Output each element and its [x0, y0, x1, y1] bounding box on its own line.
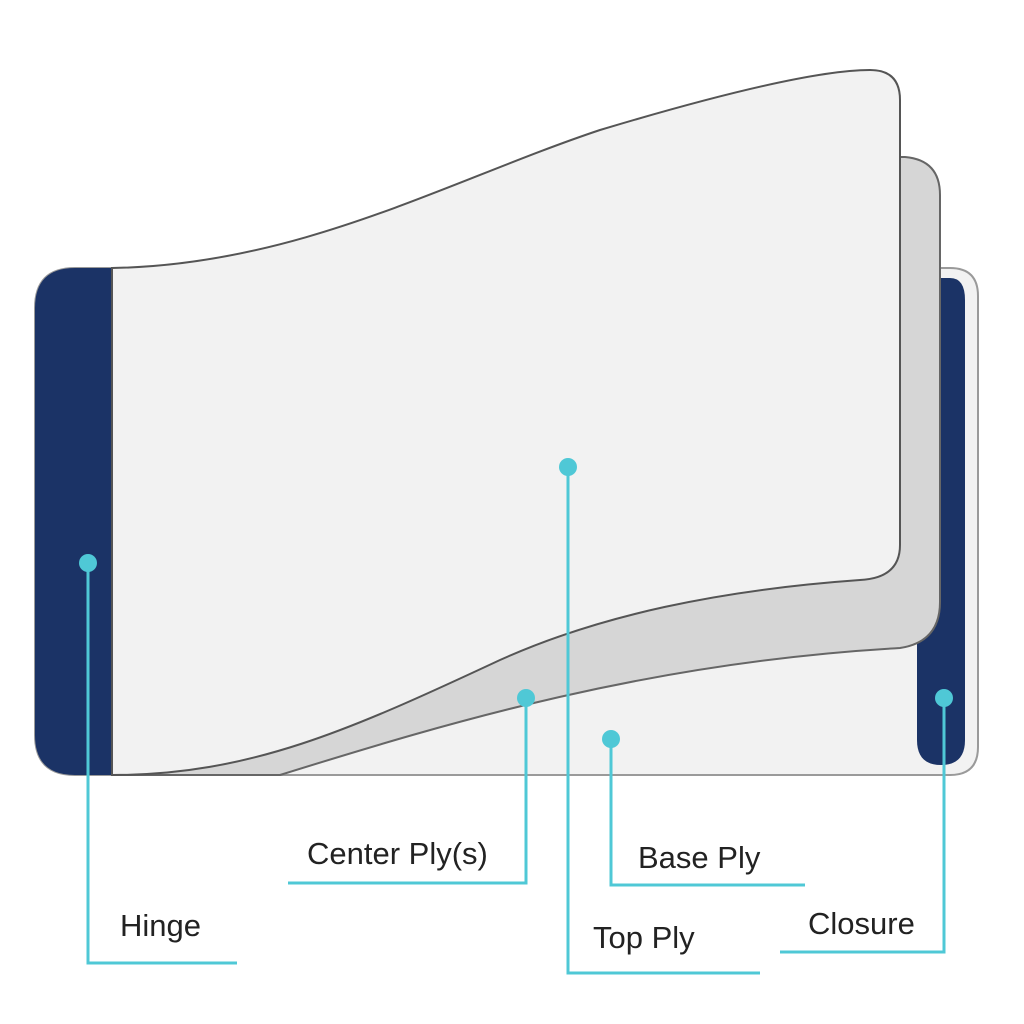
hinge-leader — [86, 563, 237, 965]
top-ply — [111, 68, 901, 777]
top-ply-dot — [559, 458, 577, 476]
hinge-dot — [79, 554, 97, 572]
top-ply-label: Top Ply — [593, 920, 695, 955]
top-ply-leader — [566, 467, 760, 975]
base-ply-label: Base Ply — [638, 840, 761, 875]
closure-label: Closure — [808, 906, 915, 941]
closure-leader — [780, 698, 946, 954]
hinge-label: Hinge — [120, 908, 201, 943]
closure-dot — [935, 689, 953, 707]
base-ply-dot — [602, 730, 620, 748]
center-ply-label: Center Ply(s) — [307, 836, 488, 871]
base-ply-leader — [609, 739, 805, 887]
center-ply-dot — [517, 689, 535, 707]
center-ply-leader — [288, 698, 528, 885]
hinge-strip — [35, 268, 112, 775]
